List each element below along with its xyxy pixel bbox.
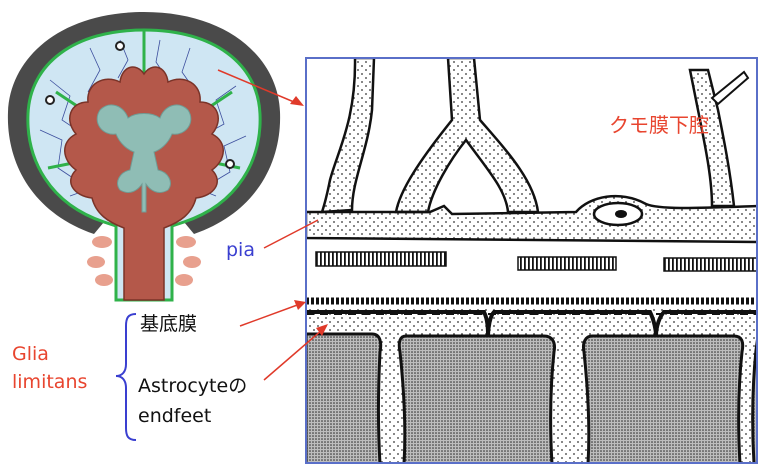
label-astrocyte-line2: endfeet <box>138 406 211 428</box>
collagen-fiber-1 <box>316 252 446 266</box>
label-subarachnoid-space: クモ膜下腔 <box>609 114 709 137</box>
basement-leader <box>240 300 306 326</box>
neuropil-block-1 <box>306 334 381 464</box>
collagen-fiber-3 <box>664 258 758 271</box>
label-glia-line2: limitans <box>12 372 87 394</box>
neuropil-block-3 <box>583 336 742 464</box>
neuropil-block-2 <box>399 336 554 464</box>
label-basement-membrane: 基底膜 <box>140 314 197 336</box>
collagen-fiber-2 <box>518 257 616 270</box>
label-glia-line1: Glia <box>12 344 49 366</box>
label-pia: pia <box>226 240 255 262</box>
glia-brace <box>116 314 136 440</box>
label-astrocyte-line1: Astrocyteの <box>138 376 247 398</box>
